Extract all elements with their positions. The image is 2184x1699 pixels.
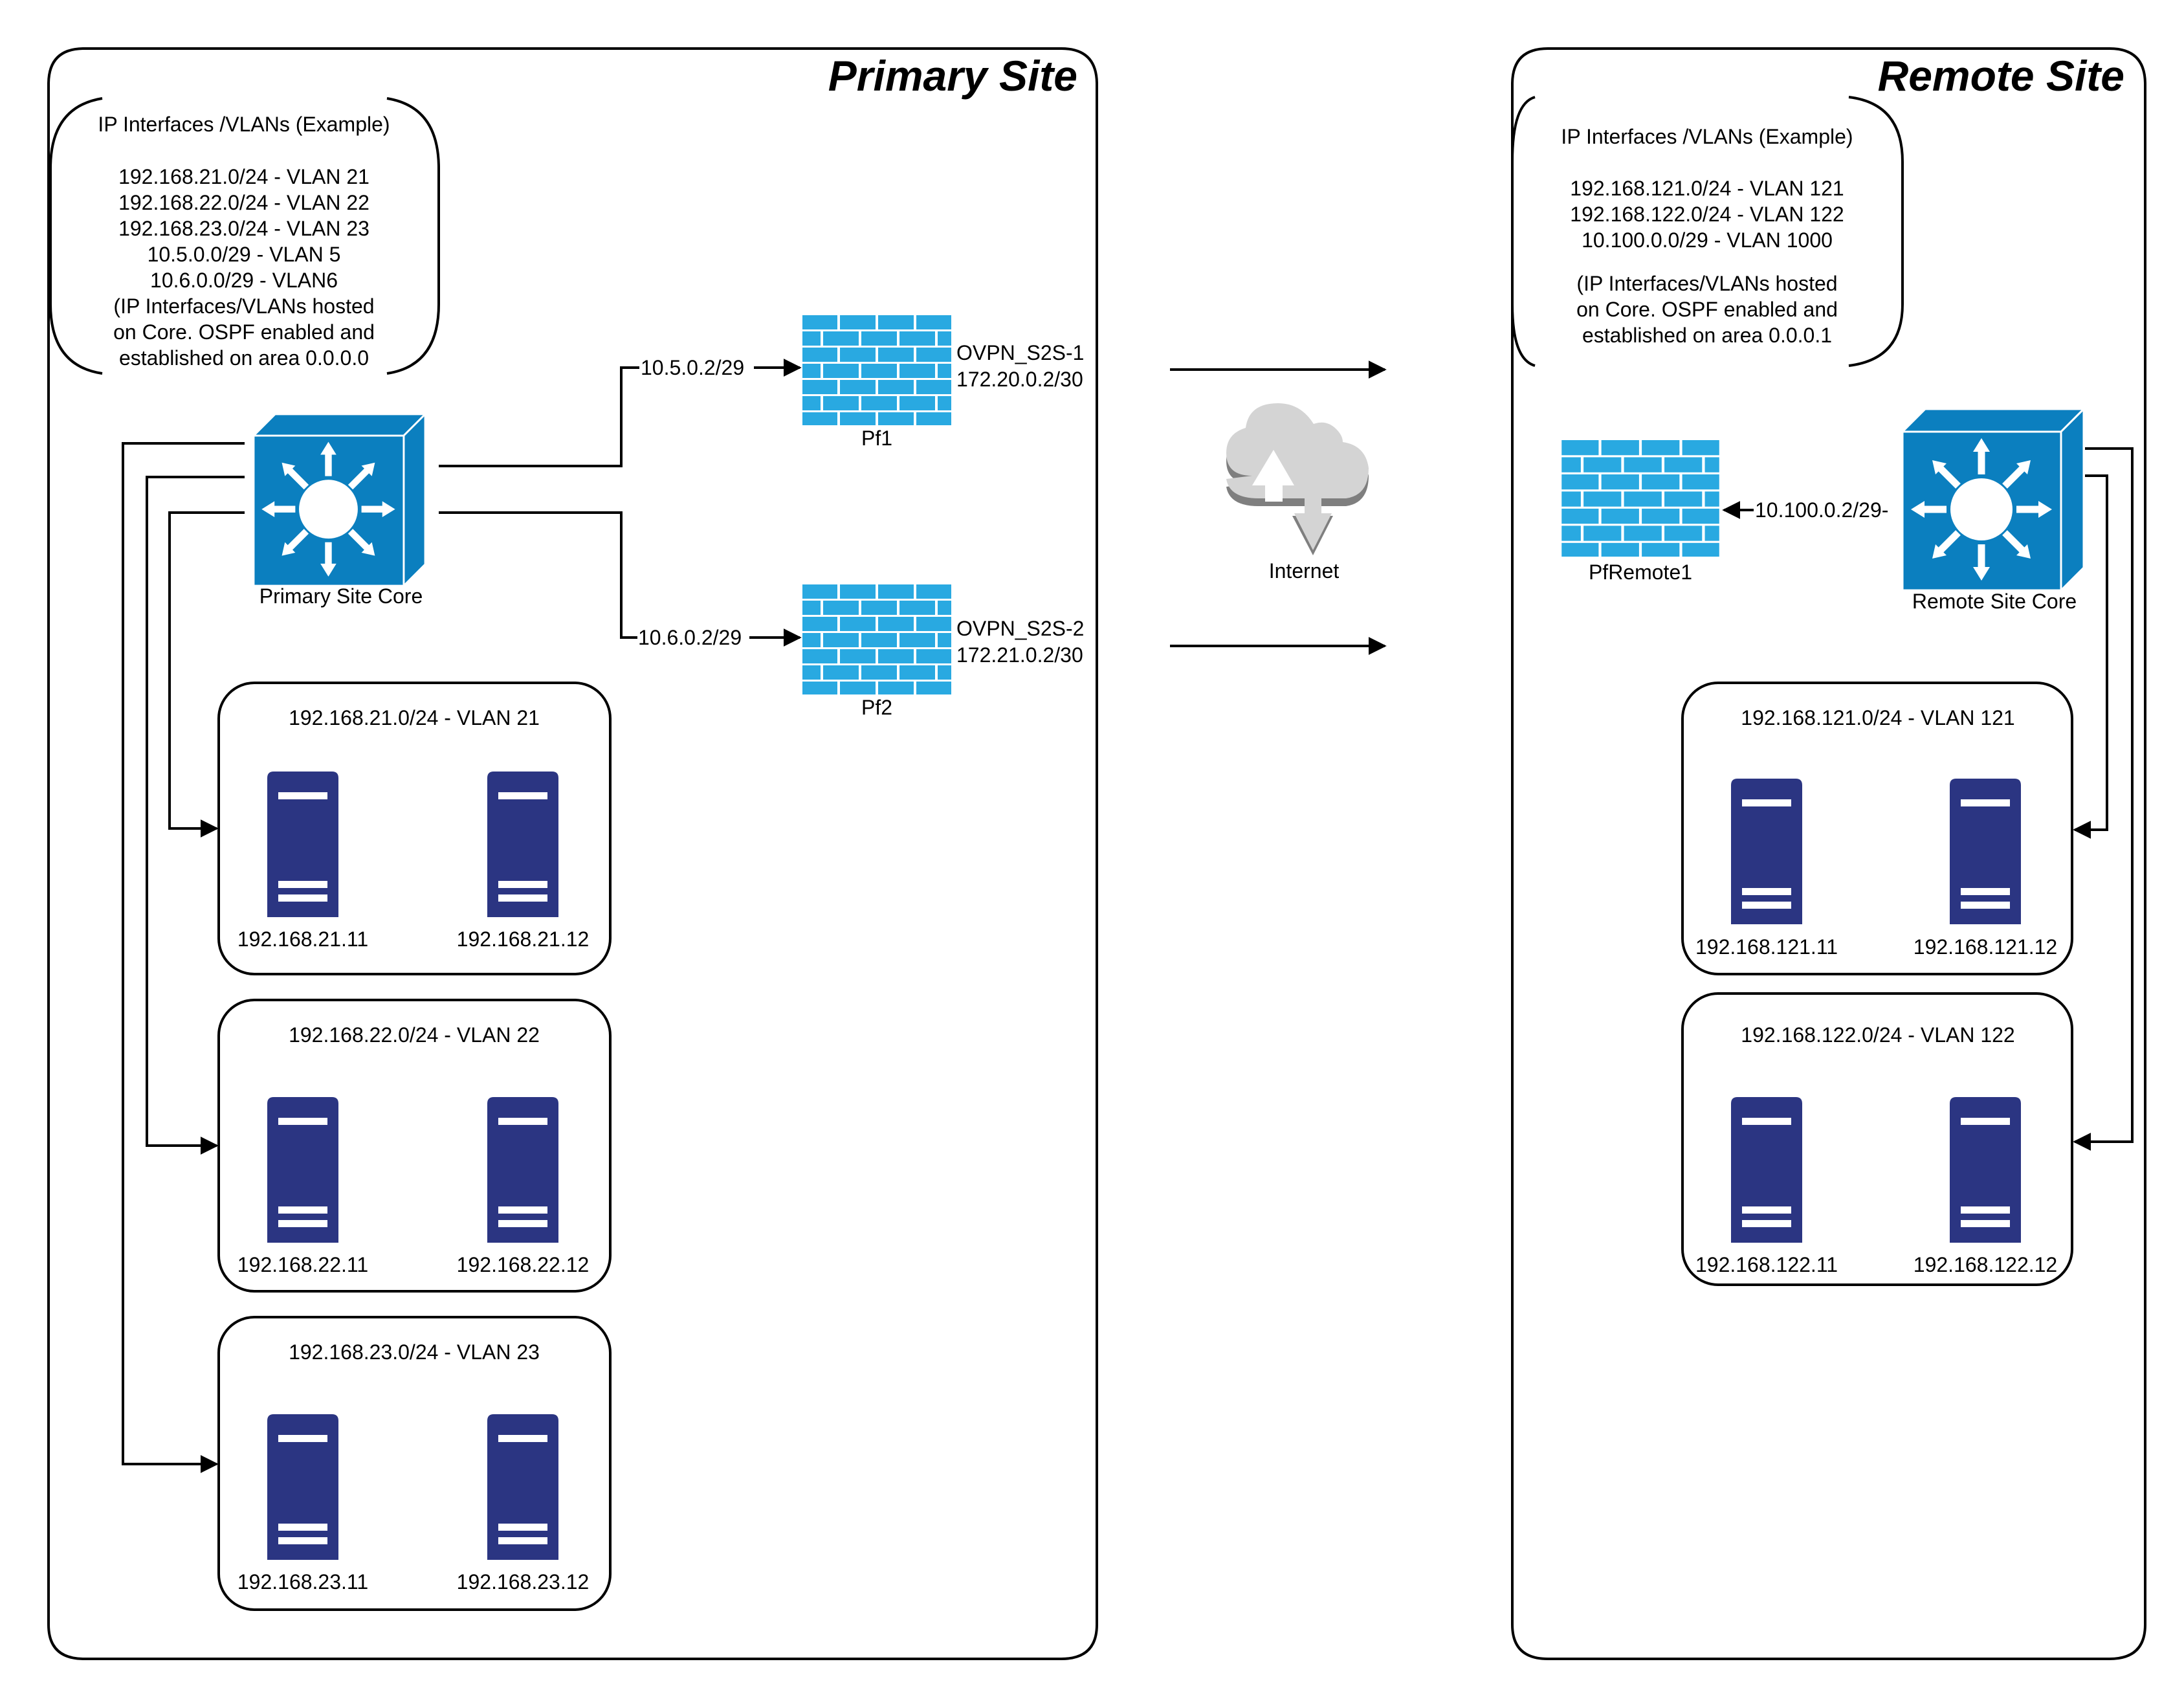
link-core-vlan22 (146, 476, 245, 1155)
internet-label: Internet (1269, 559, 1340, 583)
server-ip: 192.168.22.12 (457, 1253, 590, 1276)
primary-ip-note-line: 10.6.0.0/29 - VLAN6 (150, 269, 338, 292)
remote-ip-notes-heading: IP Interfaces /VLANs (Example) (1561, 125, 1853, 148)
remote-site: Remote Site IP Interfaces /VLANs (Exampl… (1511, 47, 2146, 1660)
remote-site-core[interactable]: Remote Site Core (1903, 409, 2084, 613)
remote-site-title: Remote Site (1878, 52, 2124, 100)
link-core-vlan23 (122, 442, 245, 1473)
server-icon[interactable] (487, 772, 558, 917)
vlan-title: 192.168.22.0/24 - VLAN 22 (289, 1023, 540, 1047)
tunnel-ip: 172.21.0.2/30 (956, 643, 1083, 667)
primary-site-core[interactable]: Primary Site Core (254, 414, 425, 608)
vlan-title: 192.168.121.0/24 - VLAN 121 (1741, 706, 2014, 729)
primary-site-title: Primary Site (828, 52, 1077, 100)
firewall-pf2[interactable]: Pf2 OVPN_S2S-2 172.21.0.2/30 (802, 584, 1084, 719)
remote-ip-note-line: 192.168.122.0/24 - VLAN 122 (1570, 203, 1844, 226)
vlan-box-122: 192.168.122.0/24 - VLAN 122 192.168.122.… (1681, 992, 2073, 1286)
remote-ip-note-line: 10.100.0.0/29 - VLAN 1000 (1582, 228, 1833, 252)
server-ip: 192.168.121.12 (1914, 935, 2057, 959)
server-icon[interactable] (487, 1097, 558, 1243)
firewall-icon (802, 315, 951, 425)
primary-ip-note-line: 10.5.0.0/29 - VLAN 5 (148, 243, 341, 266)
remote-ip-note-line: 192.168.121.0/24 - VLAN 121 (1570, 177, 1844, 200)
server-ip: 192.168.121.11 (1695, 935, 1838, 959)
primary-ip-notes: IP Interfaces /VLANs (Example) 192.168.2… (49, 97, 440, 375)
server-icon[interactable] (1950, 779, 2021, 924)
server-ip: 192.168.23.11 (237, 1570, 368, 1594)
link-remote-core-vlan121 (2073, 474, 2108, 839)
primary-ip-notes-heading: IP Interfaces /VLANs (Example) (98, 113, 390, 136)
remote-core-label: Remote Site Core (1912, 590, 2077, 613)
vlan-box-121: 192.168.121.0/24 - VLAN 121 192.168.121.… (1681, 682, 2073, 975)
primary-ip-note-line: 192.168.22.0/24 - VLAN 22 (118, 191, 370, 214)
vlan-box-22: 192.168.22.0/24 - VLAN 22 192.168.22.11 … (217, 999, 612, 1293)
link-core-pf1 (439, 368, 800, 467)
link-pfremote1-ip: 10.100.0.2/29- (1755, 498, 1888, 522)
vlan-title: 192.168.21.0/24 - VLAN 21 (289, 706, 540, 729)
vlan-box-23: 192.168.23.0/24 - VLAN 23 192.168.23.11 … (217, 1316, 612, 1611)
server-ip: 192.168.122.12 (1914, 1253, 2057, 1276)
server-icon[interactable] (1731, 779, 1802, 924)
vlan-title: 192.168.23.0/24 - VLAN 23 (289, 1340, 540, 1364)
remote-ip-notes: IP Interfaces /VLANs (Example) 192.168.1… (1511, 96, 1904, 367)
link-pf1-ip: 10.5.0.2/29 (641, 356, 744, 379)
remote-ip-note-line: (IP Interfaces/VLANs hosted (1576, 272, 1837, 295)
primary-ip-note-line: on Core. OSPF enabled and (113, 320, 375, 344)
vlan-box-21: 192.168.21.0/24 - VLAN 21 192.168.21.11 … (217, 682, 612, 975)
primary-site: Primary Site IP Interfaces /VLANs (Examp… (47, 47, 1098, 1660)
link-pf2-ip: 10.6.0.2/29 (638, 626, 742, 649)
link-core-vlan21 (168, 511, 245, 838)
server-ip: 192.168.122.11 (1695, 1253, 1838, 1276)
firewall-pfremote1[interactable]: PfRemote1 (1561, 440, 1719, 584)
internet[interactable]: Internet (1170, 361, 1387, 655)
server-icon[interactable] (267, 1414, 338, 1560)
link-core-pf2 (439, 511, 800, 638)
primary-ip-note-line: established on area 0.0.0.0 (119, 346, 369, 370)
firewall-pf1[interactable]: Pf1 OVPN_S2S-1 172.20.0.2/30 (802, 315, 1084, 450)
server-ip: 192.168.22.11 (237, 1253, 368, 1276)
tunnel-name: OVPN_S2S-1 (956, 341, 1084, 364)
primary-ip-note-line: (IP Interfaces/VLANs hosted (113, 294, 374, 318)
remote-ip-note-line: on Core. OSPF enabled and (1576, 298, 1838, 321)
cloud-upload-download-icon (1226, 403, 1369, 555)
firewall-icon (1561, 440, 1719, 557)
server-icon[interactable] (1731, 1097, 1802, 1243)
server-icon[interactable] (1950, 1097, 2021, 1243)
primary-ip-note-line: 192.168.23.0/24 - VLAN 23 (118, 217, 370, 240)
primary-core-label: Primary Site Core (259, 584, 423, 608)
firewall-name: Pf2 (861, 696, 892, 719)
server-icon[interactable] (267, 772, 338, 917)
vlan-title: 192.168.122.0/24 - VLAN 122 (1741, 1023, 2014, 1047)
tunnel-ip: 172.20.0.2/30 (956, 368, 1083, 391)
server-icon[interactable] (267, 1097, 338, 1243)
layer3-switch-icon (254, 414, 425, 586)
link-remote-core-vlan122 (2073, 447, 2134, 1151)
server-ip: 192.168.21.12 (457, 927, 590, 951)
server-ip: 192.168.21.11 (237, 927, 368, 951)
tunnel-name: OVPN_S2S-2 (956, 617, 1084, 640)
remote-ip-note-line: established on area 0.0.0.1 (1582, 324, 1832, 347)
server-ip: 192.168.23.12 (457, 1570, 590, 1594)
firewall-name: Pf1 (861, 427, 892, 450)
layer3-switch-icon (1903, 409, 2084, 590)
firewall-icon (802, 584, 951, 694)
firewall-name: PfRemote1 (1589, 561, 1692, 584)
primary-ip-note-line: 192.168.21.0/24 - VLAN 21 (118, 165, 370, 188)
server-icon[interactable] (487, 1414, 558, 1560)
